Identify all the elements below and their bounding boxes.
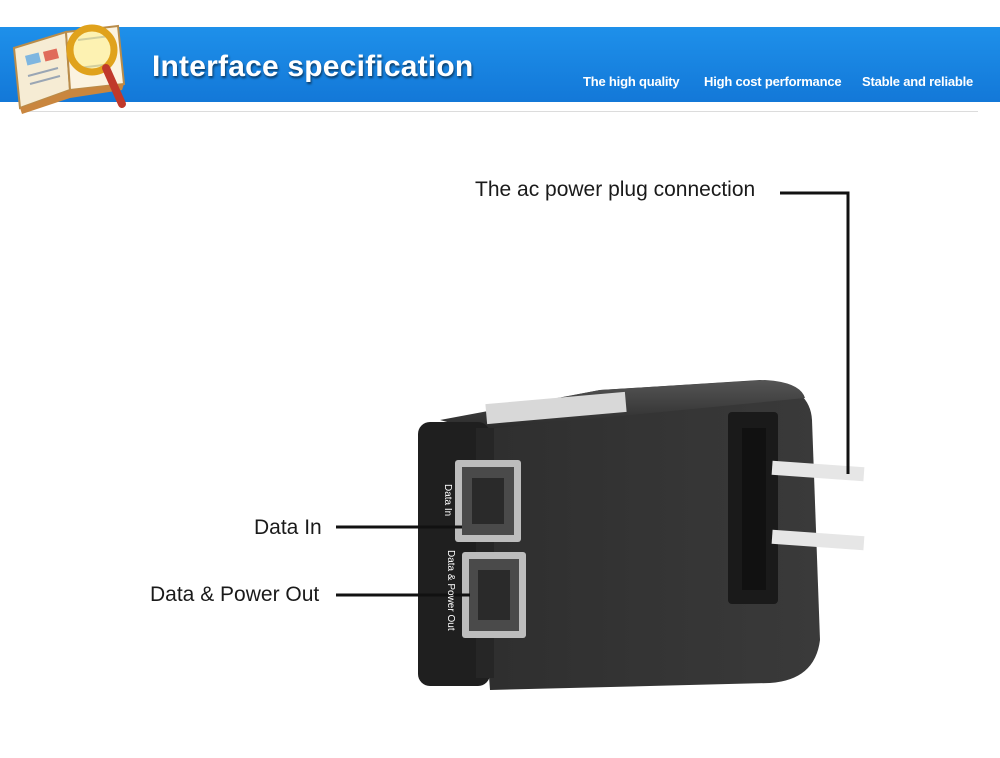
rj45-port-data-power-out — [462, 552, 526, 638]
plug-prong-bottom — [771, 529, 865, 551]
tagline-cost-performance: High cost performance — [704, 74, 842, 89]
page-title: Interface specification — [152, 50, 474, 83]
port-label-data-in: Data In — [442, 484, 453, 516]
tagline-quality: The high quality — [583, 74, 680, 89]
plug-prong-top — [771, 460, 865, 482]
callout-data-in: Data In — [254, 516, 322, 539]
callout-line-ac — [780, 191, 850, 474]
callout-ac-plug: The ac power plug connection — [475, 178, 756, 201]
header-divider — [22, 111, 978, 112]
port-label-data-power-out: Data & Power Out — [445, 550, 456, 631]
callout-data-power-out: Data & Power Out — [150, 583, 320, 606]
tagline-stable: Stable and reliable — [862, 74, 974, 89]
rj45-port-data-in — [455, 460, 521, 542]
device-sticker — [485, 391, 627, 425]
book-magnifier-icon — [12, 24, 126, 114]
header-banner — [0, 27, 1000, 102]
